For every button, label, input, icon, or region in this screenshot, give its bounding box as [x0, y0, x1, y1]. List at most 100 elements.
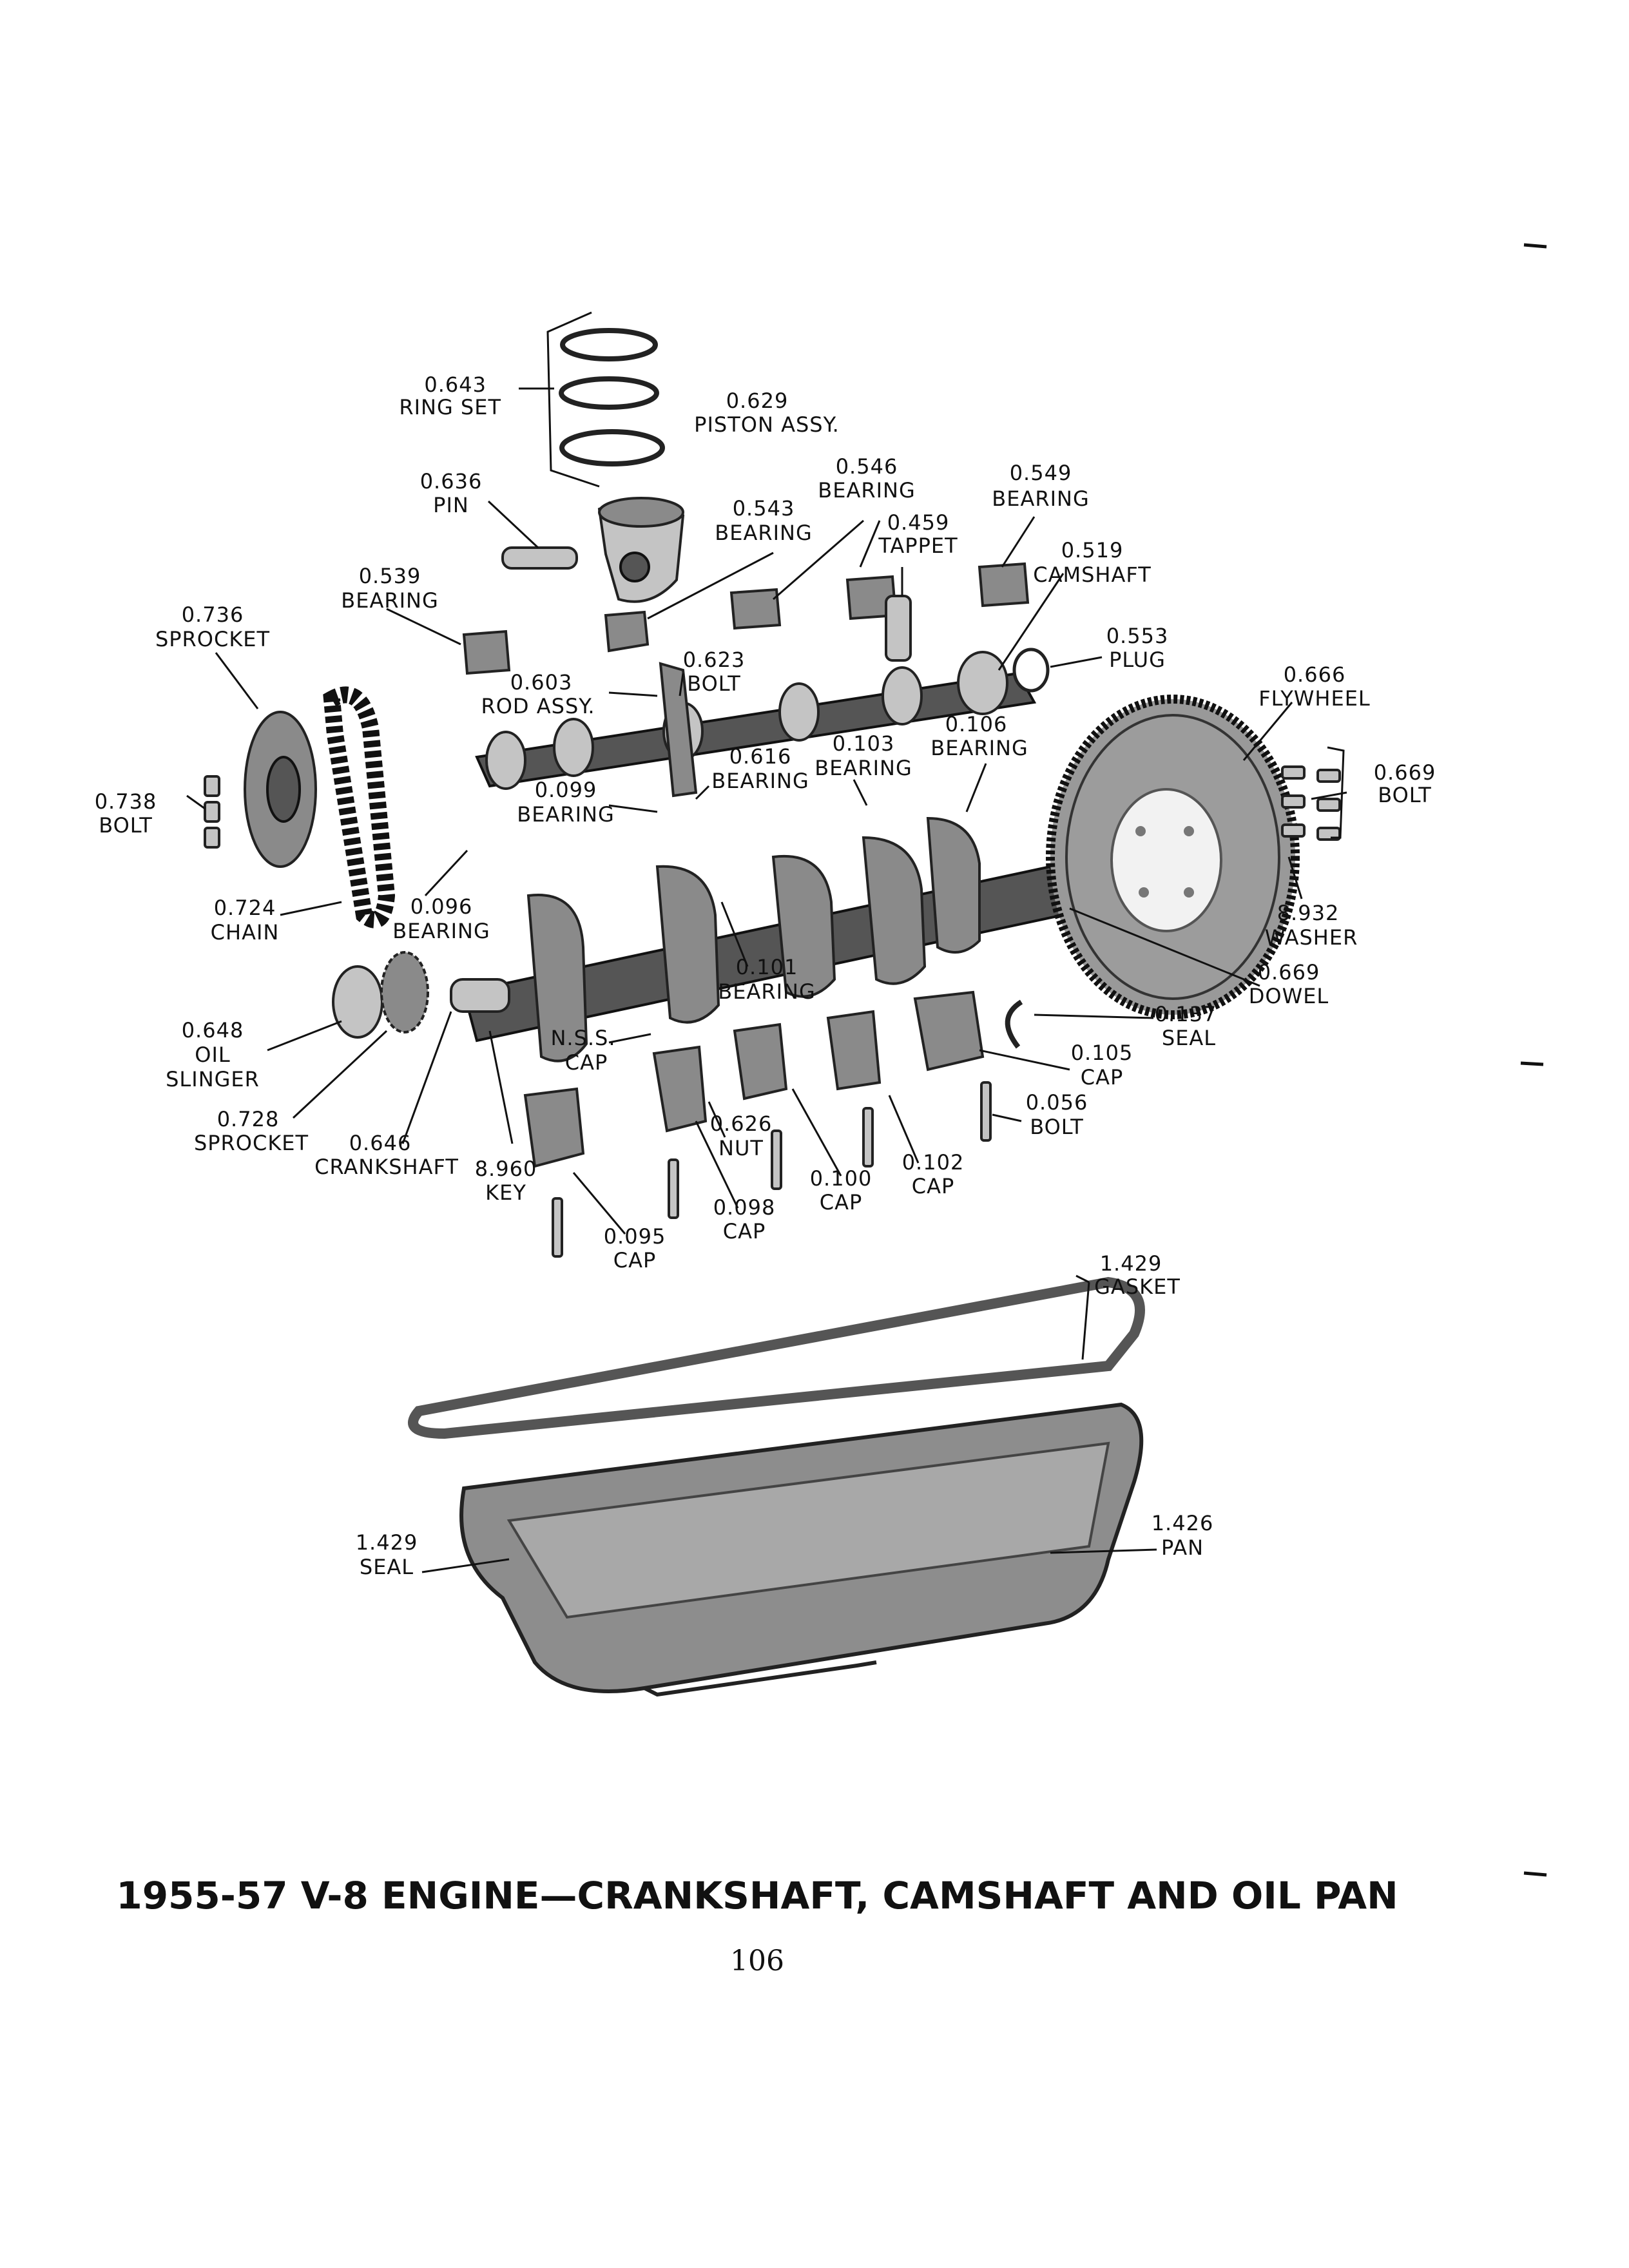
callout-0616-num: 0.616: [729, 744, 792, 769]
callout-0098-name: CAP: [723, 1219, 766, 1244]
callout-1426-num: 1.426: [1152, 1511, 1214, 1535]
callout-0643-num: 0.643: [424, 372, 487, 397]
callout-0646-num: 0.646: [349, 1131, 412, 1155]
edge-mark: [1523, 243, 1547, 249]
callout-1429-seal-name: SEAL: [360, 1555, 414, 1579]
page-title: 1955-57 V-8 ENGINE—CRANKSHAFT, CAMSHAFT …: [116, 1874, 1398, 1917]
callout-0543-num: 0.543: [733, 496, 795, 521]
callout-nss-num: N.S.S.: [550, 1026, 615, 1050]
callout-0736-num: 0.736: [182, 602, 244, 627]
callout-0103-num: 0.103: [833, 731, 895, 756]
callout-0669-bolt-name: BOLT: [1378, 783, 1432, 807]
bearing-drawing: [462, 629, 511, 675]
callout-8960-name: KEY: [485, 1180, 526, 1205]
callout-0459-name: TAPPET: [878, 533, 958, 558]
plug-drawing: [1012, 648, 1050, 693]
pin-drawing: [501, 546, 578, 570]
callout-8932-name: WASHER: [1265, 925, 1358, 950]
callout-1429-gasket-num: 1.429: [1100, 1251, 1162, 1276]
gasket-drawing: [408, 1276, 1145, 1439]
rear-seal-drawing: [1005, 999, 1023, 1049]
callout-0137-name: SEAL: [1162, 1026, 1216, 1050]
callout-0646-name: CRANKSHAFT: [314, 1155, 459, 1179]
callout-0629-num: 0.629: [726, 389, 789, 413]
callout-0636-name: PIN: [433, 493, 469, 517]
callout-0098-num: 0.098: [713, 1195, 776, 1220]
main-caps-drawing: [523, 990, 985, 1168]
sprocket-bolts-drawing: [204, 775, 220, 849]
callout-0549-name: BEARING: [992, 486, 1089, 511]
oil-slinger-drawing: [332, 965, 383, 1039]
callout-0106-name: BEARING: [930, 736, 1028, 760]
callout-0728-num: 0.728: [217, 1107, 280, 1131]
callout-nss-name: CAP: [565, 1050, 608, 1075]
callout-0519-num: 0.519: [1061, 538, 1124, 562]
flywheel-drawing: [1046, 695, 1300, 1019]
callout-0636-num: 0.636: [420, 469, 483, 494]
callout-1426-name: PAN: [1161, 1535, 1204, 1560]
callout-0553-num: 0.553: [1106, 624, 1169, 648]
callout-0738-name: BOLT: [99, 813, 153, 838]
callout-labels: 0.643 RING SET 0.629 PISTON ASSY. 0.636 …: [95, 372, 1436, 1579]
callout-0549-num: 0.549: [1010, 461, 1072, 485]
callout-0728-name: SPROCKET: [194, 1131, 309, 1155]
callout-0724-name: CHAIN: [211, 920, 280, 945]
bearing-drawing: [604, 610, 650, 653]
callout-0056-num: 0.056: [1026, 1090, 1088, 1115]
callout-0102-name: CAP: [912, 1174, 955, 1198]
callout-1429-seal-num: 1.429: [356, 1530, 418, 1555]
callout-0626-num: 0.626: [710, 1111, 773, 1136]
callout-0669-dowel-num: 0.669: [1258, 960, 1320, 985]
callout-1429-gasket-name: GASKET: [1094, 1274, 1181, 1299]
leader-lines: [186, 387, 1347, 1573]
callout-0623-name: BOLT: [687, 671, 741, 696]
callout-0648-name: OIL: [195, 1043, 230, 1067]
callout-0100-num: 0.100: [810, 1166, 872, 1191]
callout-0099-name: BEARING: [517, 802, 614, 827]
callout-0459-num: 0.459: [887, 510, 950, 535]
callout-0603-num: 0.603: [510, 670, 573, 695]
callout-0102-num: 0.102: [902, 1150, 965, 1175]
callout-0669-dowel-name: DOWEL: [1249, 984, 1329, 1008]
callout-0095-num: 0.095: [604, 1224, 666, 1249]
callout-0519-name: CAMSHAFT: [1033, 562, 1152, 587]
callout-8960-num: 8.960: [475, 1157, 537, 1181]
callout-0137-num: 0.137: [1155, 1002, 1217, 1026]
callout-0666-name: FLYWHEEL: [1258, 686, 1371, 711]
callout-0101-num: 0.101: [736, 955, 798, 979]
callout-0103-name: BEARING: [815, 756, 912, 780]
bearing-drawing: [729, 588, 782, 630]
callout-0105-num: 0.105: [1071, 1041, 1133, 1065]
cap-bolts-drawing: [552, 1081, 992, 1258]
callout-0095-name: CAP: [613, 1248, 657, 1273]
callout-0648-num: 0.648: [182, 1018, 244, 1043]
callout-0543-name: BEARING: [715, 521, 812, 545]
cam-sprocket-drawing: [244, 711, 317, 868]
callout-0603-name: ROD ASSY.: [481, 694, 595, 718]
callout-0106-num: 0.106: [945, 712, 1008, 736]
page-number: 106: [730, 1945, 784, 1977]
piston-drawing: [597, 497, 685, 603]
tappet-drawing: [885, 595, 912, 662]
callout-0623-num: 0.623: [683, 648, 746, 672]
edge-mark: [1520, 1061, 1544, 1066]
callout-0546-num: 0.546: [836, 454, 898, 479]
callout-0643-name: RING SET: [399, 395, 501, 419]
rod-assy-drawing: [659, 662, 698, 798]
crank-sprocket-drawing: [380, 951, 429, 1033]
callout-0648-name2: SLINGER: [166, 1067, 260, 1091]
callout-0100-name: CAP: [820, 1190, 863, 1215]
chain-drawing: [323, 686, 396, 928]
callout-0666-num: 0.666: [1284, 662, 1346, 687]
oil-pan-drawing: [459, 1402, 1144, 1697]
callout-0096-name: BEARING: [392, 919, 490, 943]
callout-0546-name: BEARING: [818, 478, 915, 503]
callout-0669-bolt-num: 0.669: [1374, 760, 1436, 785]
callout-8932-num: 8.932: [1277, 901, 1340, 925]
callout-0629-name: PISTON ASSY.: [694, 412, 840, 437]
flywheel-bolts-drawing: [1281, 746, 1345, 841]
callout-0616-name: BEARING: [711, 769, 809, 793]
callout-0539-num: 0.539: [359, 564, 421, 588]
callout-0626-name: NUT: [718, 1136, 764, 1160]
